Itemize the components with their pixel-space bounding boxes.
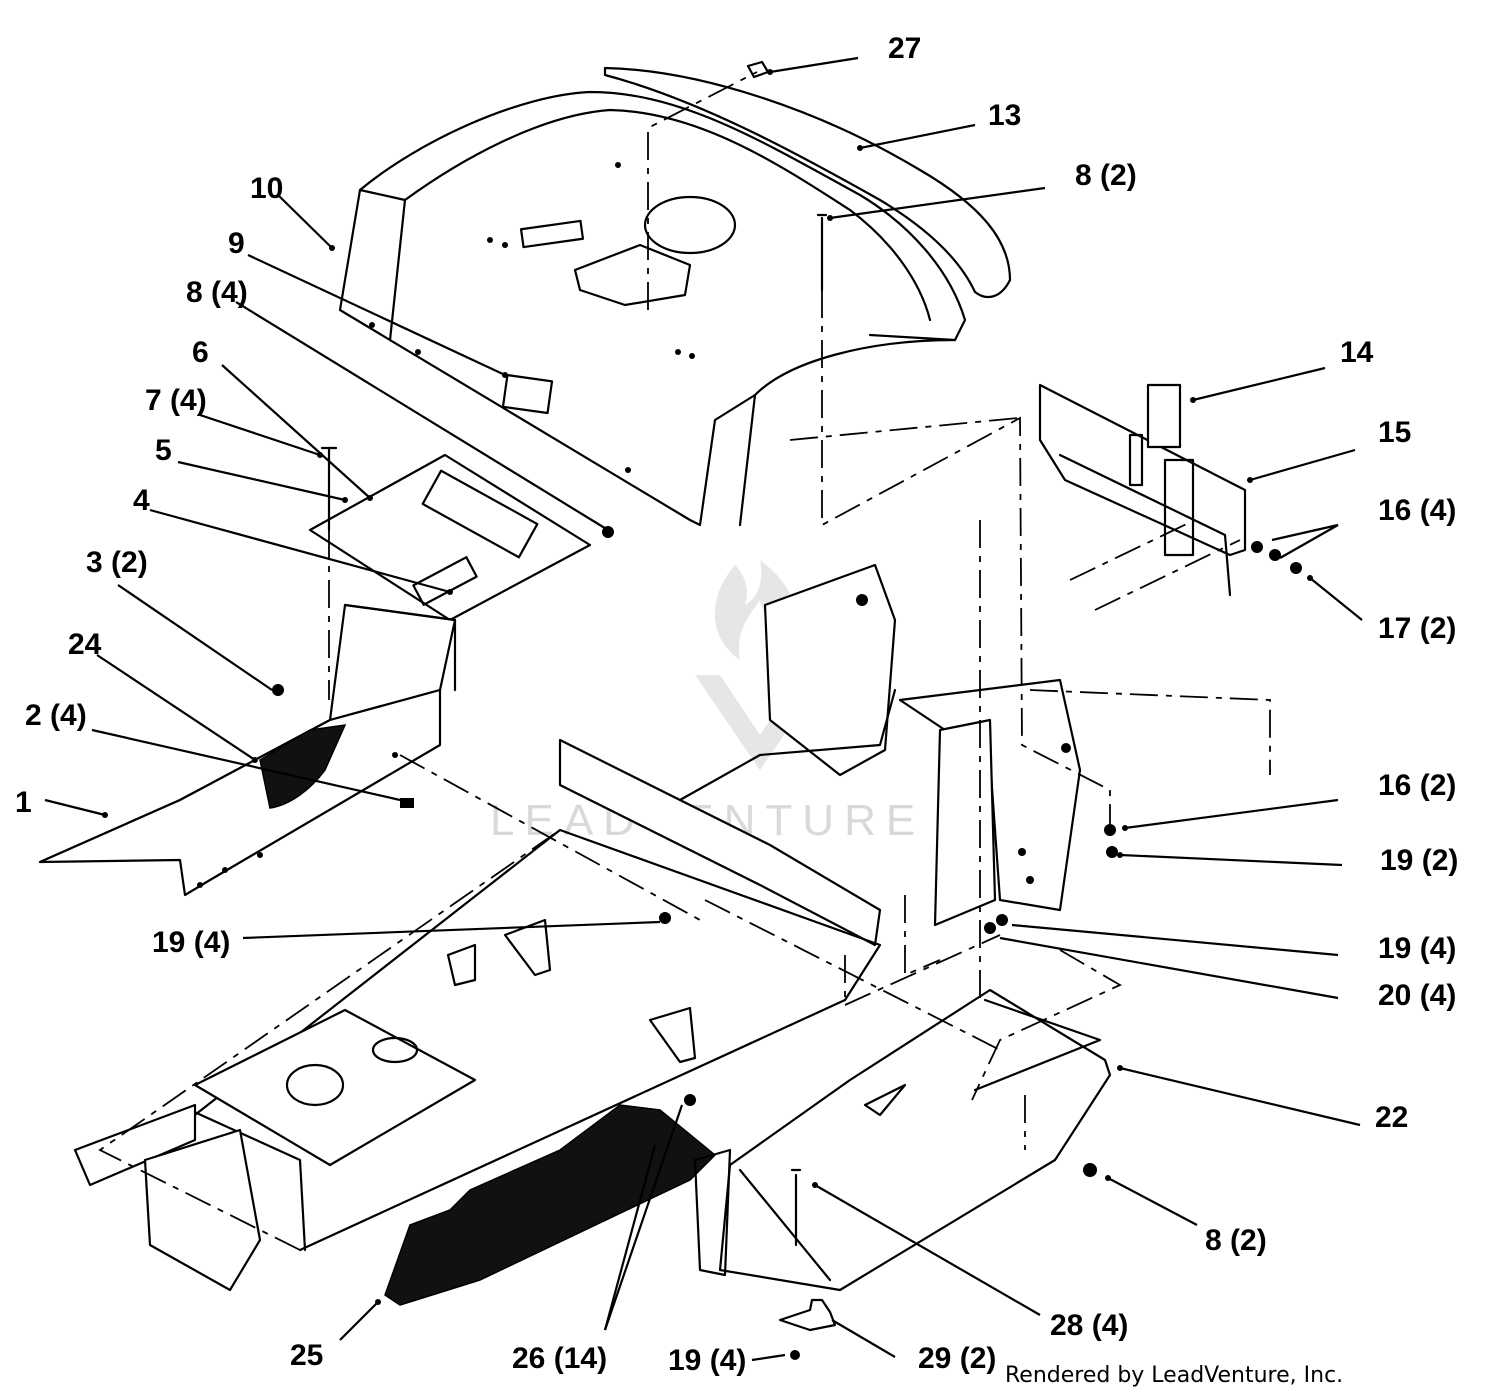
rear-bracket: [1038, 383, 1247, 597]
callout-14: 14: [1340, 336, 1374, 369]
callout-19-4-bottom: 19 (4): [668, 1344, 746, 1377]
callout-27: 27: [888, 32, 921, 65]
callout-8-2-top: 8 (2): [1075, 159, 1137, 192]
callout-3-2: 3 (2): [86, 546, 148, 579]
callout-13: 13: [988, 99, 1021, 132]
right-side-panel: [693, 988, 1112, 1332]
assembly-lines: [98, 71, 1271, 1251]
left-side-panel: [38, 603, 457, 897]
callout-22: 22: [1375, 1101, 1408, 1134]
callout-19-4-right: 19 (4): [1378, 932, 1456, 965]
callout-25: 25: [290, 1339, 323, 1372]
callout-labels: 27 13 8 (2) 10 9 8 (4) 6 7 (4) 5 4 3 (2)…: [15, 32, 1458, 1377]
callout-6: 6: [192, 336, 209, 369]
hood: [338, 90, 967, 527]
callout-16-2: 16 (2): [1378, 769, 1456, 802]
floor-mat: [384, 1104, 717, 1306]
render-credit: Rendered by LeadVenture, Inc.: [1005, 1363, 1343, 1388]
leader-dots: [102, 69, 1313, 1305]
callout-1: 1: [15, 786, 32, 819]
decal-14: [1146, 383, 1182, 449]
clip-27: [746, 60, 770, 79]
callout-5: 5: [155, 434, 172, 467]
callout-15: 15: [1378, 416, 1411, 449]
callout-2-4: 2 (4): [25, 699, 87, 732]
callout-29-2: 29 (2): [918, 1342, 996, 1375]
callout-4: 4: [133, 484, 150, 517]
callout-19-2: 19 (2): [1380, 844, 1458, 877]
callout-8-4: 8 (4): [186, 276, 248, 309]
callout-7-4: 7 (4): [145, 384, 207, 417]
callout-19-4-left: 19 (4): [152, 926, 230, 959]
frame: [73, 688, 897, 1292]
dash-panel: [308, 453, 592, 622]
callout-28-4: 28 (4): [1050, 1309, 1128, 1342]
callout-8-2-bottom: 8 (2): [1205, 1224, 1267, 1257]
callout-9: 9: [228, 227, 245, 260]
callout-17-2: 17 (2): [1378, 612, 1456, 645]
callout-16-4: 16 (4): [1378, 494, 1456, 527]
callout-26-14: 26 (14): [512, 1342, 607, 1375]
right-shroud: [763, 563, 1082, 927]
callout-10: 10: [250, 172, 283, 205]
callout-24: 24: [68, 628, 102, 661]
leader-lines: [44, 56, 1363, 1362]
callout-20-4: 20 (4): [1378, 979, 1456, 1012]
trim-strip: [603, 66, 1012, 299]
